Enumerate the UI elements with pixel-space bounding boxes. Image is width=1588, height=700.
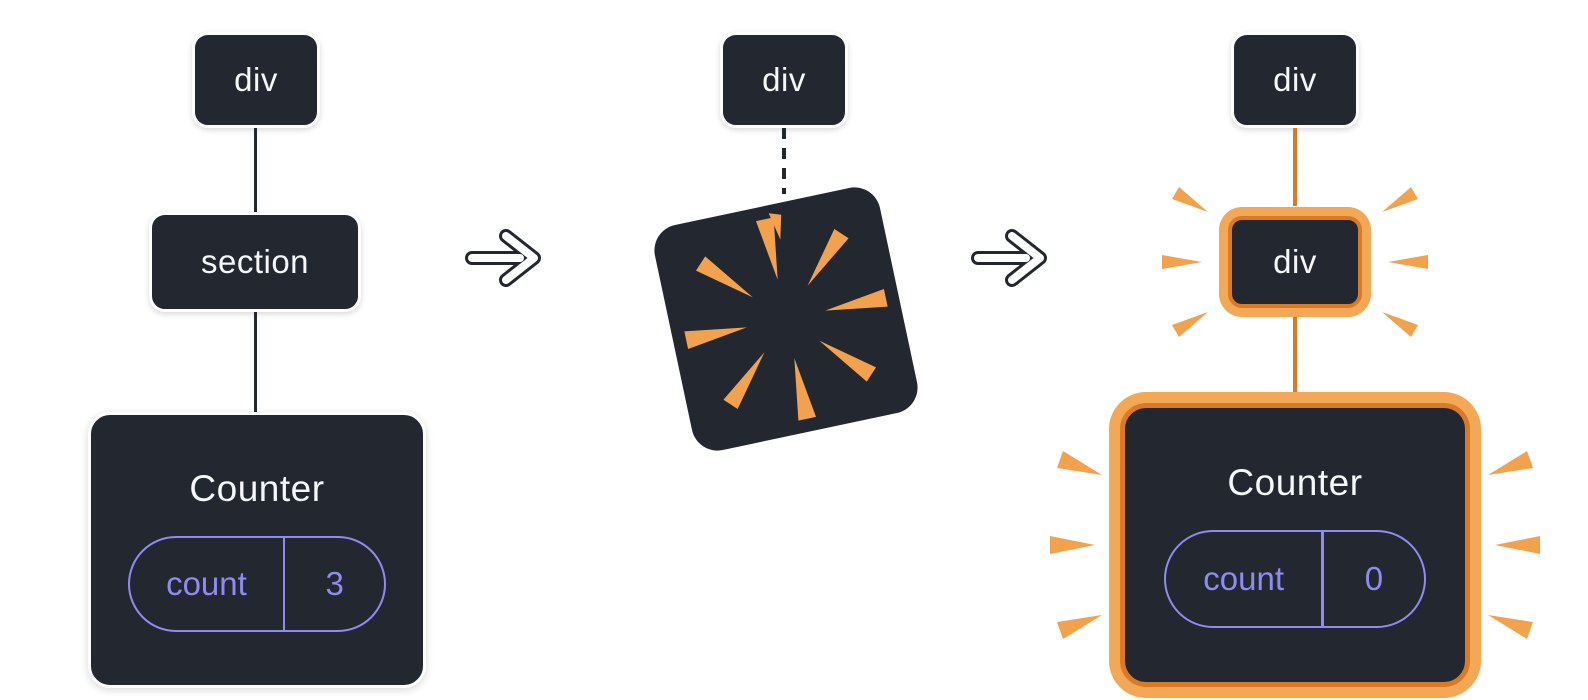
state-value: 0 bbox=[1364, 560, 1384, 597]
arrow-right-icon bbox=[465, 229, 541, 287]
node-label: section bbox=[200, 243, 310, 280]
state-value: 3 bbox=[325, 565, 344, 602]
dashed-edge bbox=[782, 128, 786, 194]
highlight-sparks-counter-icon bbox=[1050, 451, 1540, 639]
tree-edge-root-to-section bbox=[254, 128, 257, 212]
state-pill-divider bbox=[282, 538, 286, 630]
tree-edge-section-to-counter bbox=[254, 312, 257, 412]
node-label: div bbox=[762, 61, 806, 98]
destroyed-node-icon bbox=[654, 187, 918, 451]
node-label: div bbox=[1273, 243, 1317, 280]
node-label: div bbox=[1273, 61, 1317, 98]
node-div-root-before: div bbox=[192, 32, 320, 128]
poof-sparks-icon bbox=[684, 213, 888, 421]
counter-title: Counter bbox=[1227, 462, 1363, 503]
destroyed-node-body bbox=[654, 187, 918, 451]
arrow-right-icon bbox=[971, 229, 1047, 287]
counter-card-before: Counter count 3 bbox=[88, 412, 426, 688]
state-pill-divider bbox=[1321, 532, 1324, 626]
highlight-sparks-div-icon bbox=[1162, 187, 1428, 337]
node-div-transition: div bbox=[720, 32, 848, 128]
state-pill: count 3 bbox=[128, 536, 386, 632]
state-key-label: count bbox=[166, 565, 247, 602]
state-pill: count 0 bbox=[1164, 530, 1426, 628]
node-div-highlighted: div bbox=[1228, 216, 1362, 308]
counter-card-after: Counter count 0 bbox=[1120, 403, 1470, 687]
state-key-label: count bbox=[1203, 560, 1285, 597]
tree-edge-newdiv-to-counter bbox=[1293, 317, 1297, 398]
counter-title: Counter bbox=[189, 468, 325, 509]
node-div-root-after: div bbox=[1231, 32, 1359, 128]
tree-edge-root-to-newdiv bbox=[1293, 128, 1297, 206]
node-section: section bbox=[149, 212, 361, 312]
node-label: div bbox=[234, 61, 278, 98]
